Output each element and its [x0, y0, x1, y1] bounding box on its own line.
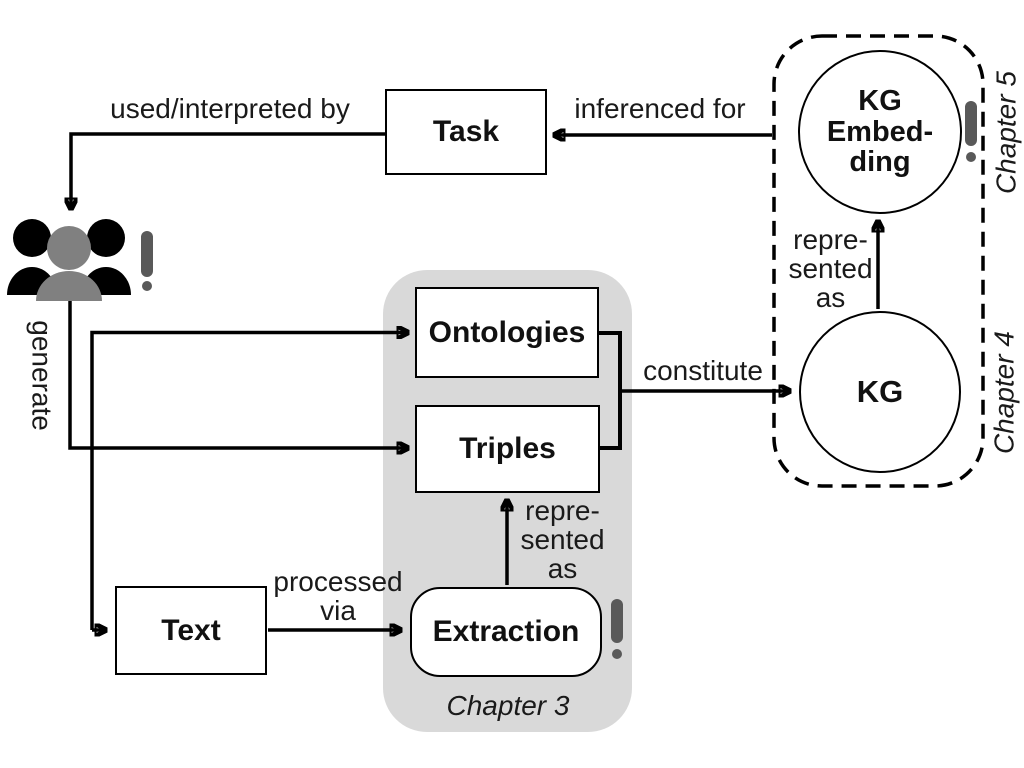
chapter45-dashed-container [772, 34, 985, 488]
ontologies-node: Ontologies [415, 287, 599, 378]
represented-as-extraction-label: repre- sented as [520, 495, 605, 585]
edge-constitute-elbow [599, 331, 622, 450]
kg-embedding-node: KG Embed- ding [798, 50, 962, 214]
exclamation-bar [611, 599, 623, 643]
inferenced-for-label: inferenced for [574, 93, 746, 124]
person-left [7, 219, 57, 295]
chapter-4-label: Chapter 4 [988, 331, 1020, 455]
chapter-3-label: Chapter 3 [446, 690, 570, 721]
task-node: Task [385, 89, 547, 175]
exclamation-icon [611, 599, 623, 661]
edge-generate-to-ontologies-line [90, 333, 408, 630]
used-interpreted-by-label: used/interpreted by [110, 93, 350, 124]
exclamation-bar [965, 101, 977, 146]
exclamation-dot [142, 281, 152, 291]
chapter-5-label: Chapter 5 [990, 71, 1022, 195]
text-node: Text [115, 586, 267, 675]
exclamation-dot [612, 649, 622, 659]
constitute-label: constitute [643, 355, 763, 386]
exclamation-bar [141, 231, 153, 277]
kg-node: KG [799, 311, 961, 473]
exclamation-icon [141, 231, 153, 291]
generate-label: generate [26, 320, 58, 431]
processed-via-label: processed via [273, 566, 403, 627]
exclamation-dot [966, 152, 976, 162]
triples-node: Triples [415, 405, 600, 493]
person-center [36, 226, 102, 301]
represented-as-kg-label: repre- sented as [788, 224, 873, 314]
edge-used-interpreted-by-line [71, 132, 385, 209]
extraction-node: Extraction [410, 587, 602, 677]
exclamation-icon [965, 101, 977, 163]
users-icon [7, 219, 131, 301]
edge-generate-to-triples-line [68, 292, 408, 448]
